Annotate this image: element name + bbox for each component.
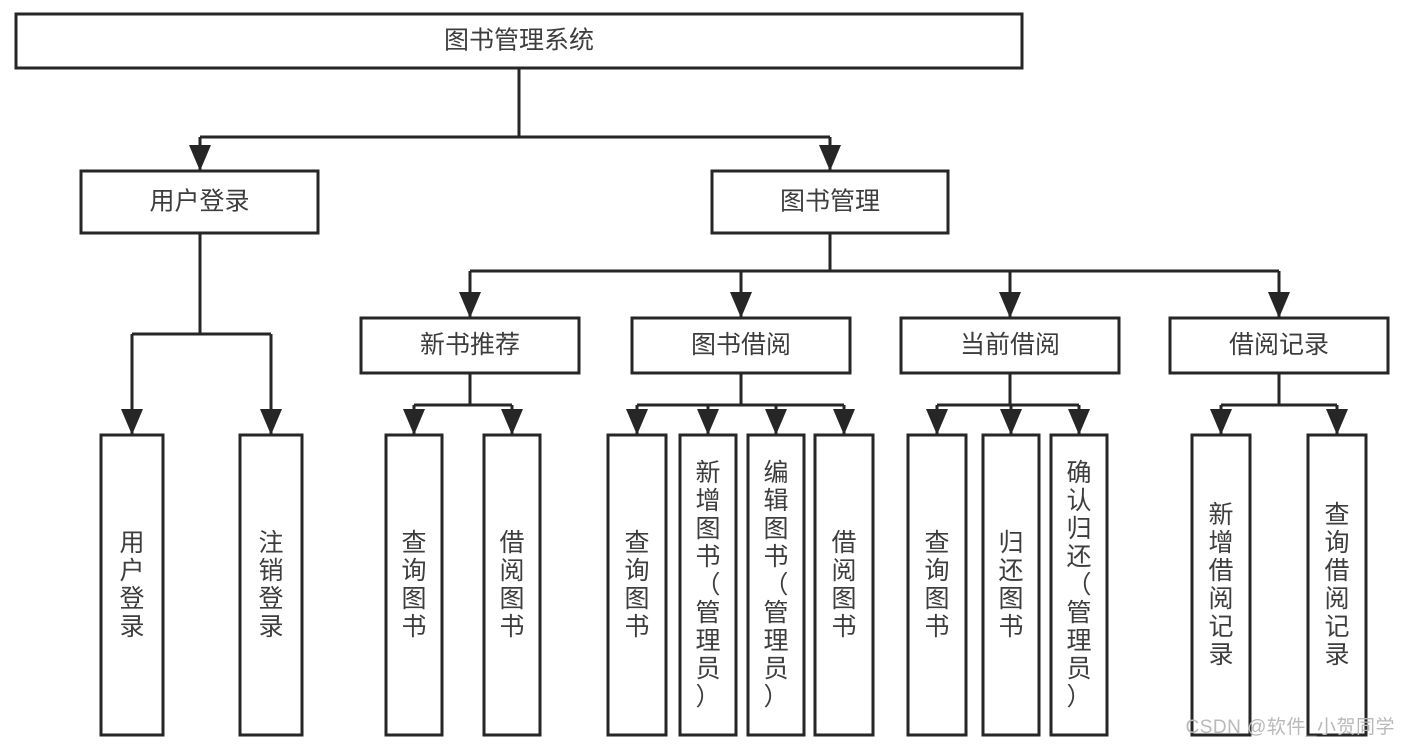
node-label-leaf-borrow-book-1: 借阅图书	[499, 529, 524, 641]
node-book-management[interactable]: 图书管理	[710, 169, 950, 235]
node-leaf-query-record[interactable]: 查询借阅记录	[1306, 433, 1368, 737]
arrow-head-icon	[833, 409, 855, 435]
node-leaf-borrow-book-2[interactable]: 借阅图书	[813, 433, 875, 737]
node-label-leaf-confirm-return: 确认归还（管理员）	[1066, 459, 1091, 711]
node-box-leaf-user-login[interactable]	[99, 433, 165, 737]
node-box-leaf-return-book[interactable]	[981, 433, 1041, 737]
node-label-new-book-recommend: 新书推荐	[420, 331, 520, 359]
arrow-head-icon	[765, 409, 787, 435]
node-label-leaf-query-book-1: 查询图书	[401, 529, 426, 641]
node-label-leaf-return-book: 归还图书	[998, 529, 1023, 641]
node-box-leaf-query-book-2[interactable]	[606, 433, 668, 737]
node-leaf-edit-book[interactable]: 编辑图书（管理员）	[746, 433, 806, 737]
node-label-leaf-logout: 注销登录	[258, 529, 283, 641]
arrow-head-icon	[501, 409, 523, 435]
node-box-leaf-query-book-3[interactable]	[906, 433, 968, 737]
node-new-book-recommend[interactable]: 新书推荐	[359, 316, 581, 375]
node-box-leaf-borrow-book-2[interactable]	[813, 433, 875, 737]
arrow-head-icon	[819, 145, 841, 171]
arrow-head-icon	[459, 292, 481, 318]
node-box-book-borrow[interactable]	[630, 316, 852, 375]
arrow-head-icon	[1068, 409, 1090, 435]
node-leaf-return-book[interactable]: 归还图书	[981, 433, 1041, 737]
node-label-leaf-query-book-2: 查询图书	[624, 529, 649, 641]
node-box-user-login[interactable]	[79, 169, 320, 235]
node-box-leaf-borrow-book-1[interactable]	[482, 433, 542, 737]
node-leaf-borrow-book-1[interactable]: 借阅图书	[482, 433, 542, 737]
connectors-layer	[121, 68, 1348, 435]
node-label-leaf-user-login: 用户登录	[119, 529, 144, 641]
node-label-borrow-record: 借阅记录	[1229, 331, 1329, 359]
node-box-leaf-edit-book[interactable]	[746, 433, 806, 737]
node-leaf-add-record[interactable]: 新增借阅记录	[1190, 433, 1252, 737]
node-leaf-user-login[interactable]: 用户登录	[99, 433, 165, 737]
node-leaf-confirm-return[interactable]: 确认归还（管理员）	[1049, 433, 1109, 737]
node-root[interactable]: 图书管理系统	[14, 12, 1024, 70]
arrow-head-icon	[189, 145, 211, 171]
node-label-book-management: 图书管理	[780, 188, 880, 216]
node-box-root[interactable]	[14, 12, 1024, 70]
node-borrow-record[interactable]: 借阅记录	[1168, 316, 1390, 375]
node-box-current-borrow[interactable]	[899, 316, 1121, 375]
arrow-head-icon	[999, 292, 1021, 318]
node-label-leaf-query-book-3: 查询图书	[924, 529, 949, 641]
node-current-borrow[interactable]: 当前借阅	[899, 316, 1121, 375]
node-box-borrow-record[interactable]	[1168, 316, 1390, 375]
node-leaf-logout[interactable]: 注销登录	[238, 433, 304, 737]
node-box-new-book-recommend[interactable]	[359, 316, 581, 375]
node-label-leaf-edit-book: 编辑图书（管理员）	[763, 459, 788, 711]
node-label-leaf-add-record: 新增借阅记录	[1208, 501, 1233, 669]
arrow-head-icon	[1210, 409, 1232, 435]
node-box-leaf-add-book[interactable]	[678, 433, 738, 737]
node-box-leaf-query-record[interactable]	[1306, 433, 1368, 737]
node-box-leaf-logout[interactable]	[238, 433, 304, 737]
node-leaf-query-book-1[interactable]: 查询图书	[384, 433, 444, 737]
arrow-head-icon	[697, 409, 719, 435]
node-user-login[interactable]: 用户登录	[79, 169, 320, 235]
node-box-leaf-add-record[interactable]	[1190, 433, 1252, 737]
node-label-leaf-add-book: 新增图书（管理员）	[695, 459, 720, 711]
nodes-layer: 图书管理系统用户登录图书管理新书推荐图书借阅当前借阅借阅记录用户登录注销登录查询…	[14, 12, 1390, 737]
node-leaf-query-book-2[interactable]: 查询图书	[606, 433, 668, 737]
node-box-book-management[interactable]	[710, 169, 950, 235]
node-leaf-query-book-3[interactable]: 查询图书	[906, 433, 968, 737]
arrow-head-icon	[626, 409, 648, 435]
node-label-leaf-query-record: 查询借阅记录	[1324, 501, 1349, 669]
arrow-head-icon	[730, 292, 752, 318]
arrow-head-icon	[1326, 409, 1348, 435]
arrow-head-icon	[926, 409, 948, 435]
node-box-leaf-query-book-1[interactable]	[384, 433, 444, 737]
node-label-current-borrow: 当前借阅	[960, 331, 1060, 359]
node-label-user-login: 用户登录	[149, 188, 249, 216]
node-label-root: 图书管理系统	[444, 27, 594, 55]
node-box-leaf-confirm-return[interactable]	[1049, 433, 1109, 737]
node-label-book-borrow: 图书借阅	[691, 331, 791, 359]
node-leaf-add-book[interactable]: 新增图书（管理员）	[678, 433, 738, 737]
arrow-head-icon	[1268, 292, 1290, 318]
arrow-head-icon	[403, 409, 425, 435]
node-label-leaf-borrow-book-2: 借阅图书	[831, 529, 856, 641]
arrow-head-icon	[260, 409, 282, 435]
arrow-head-icon	[1000, 409, 1022, 435]
arrow-head-icon	[121, 409, 143, 435]
node-book-borrow[interactable]: 图书借阅	[630, 316, 852, 375]
